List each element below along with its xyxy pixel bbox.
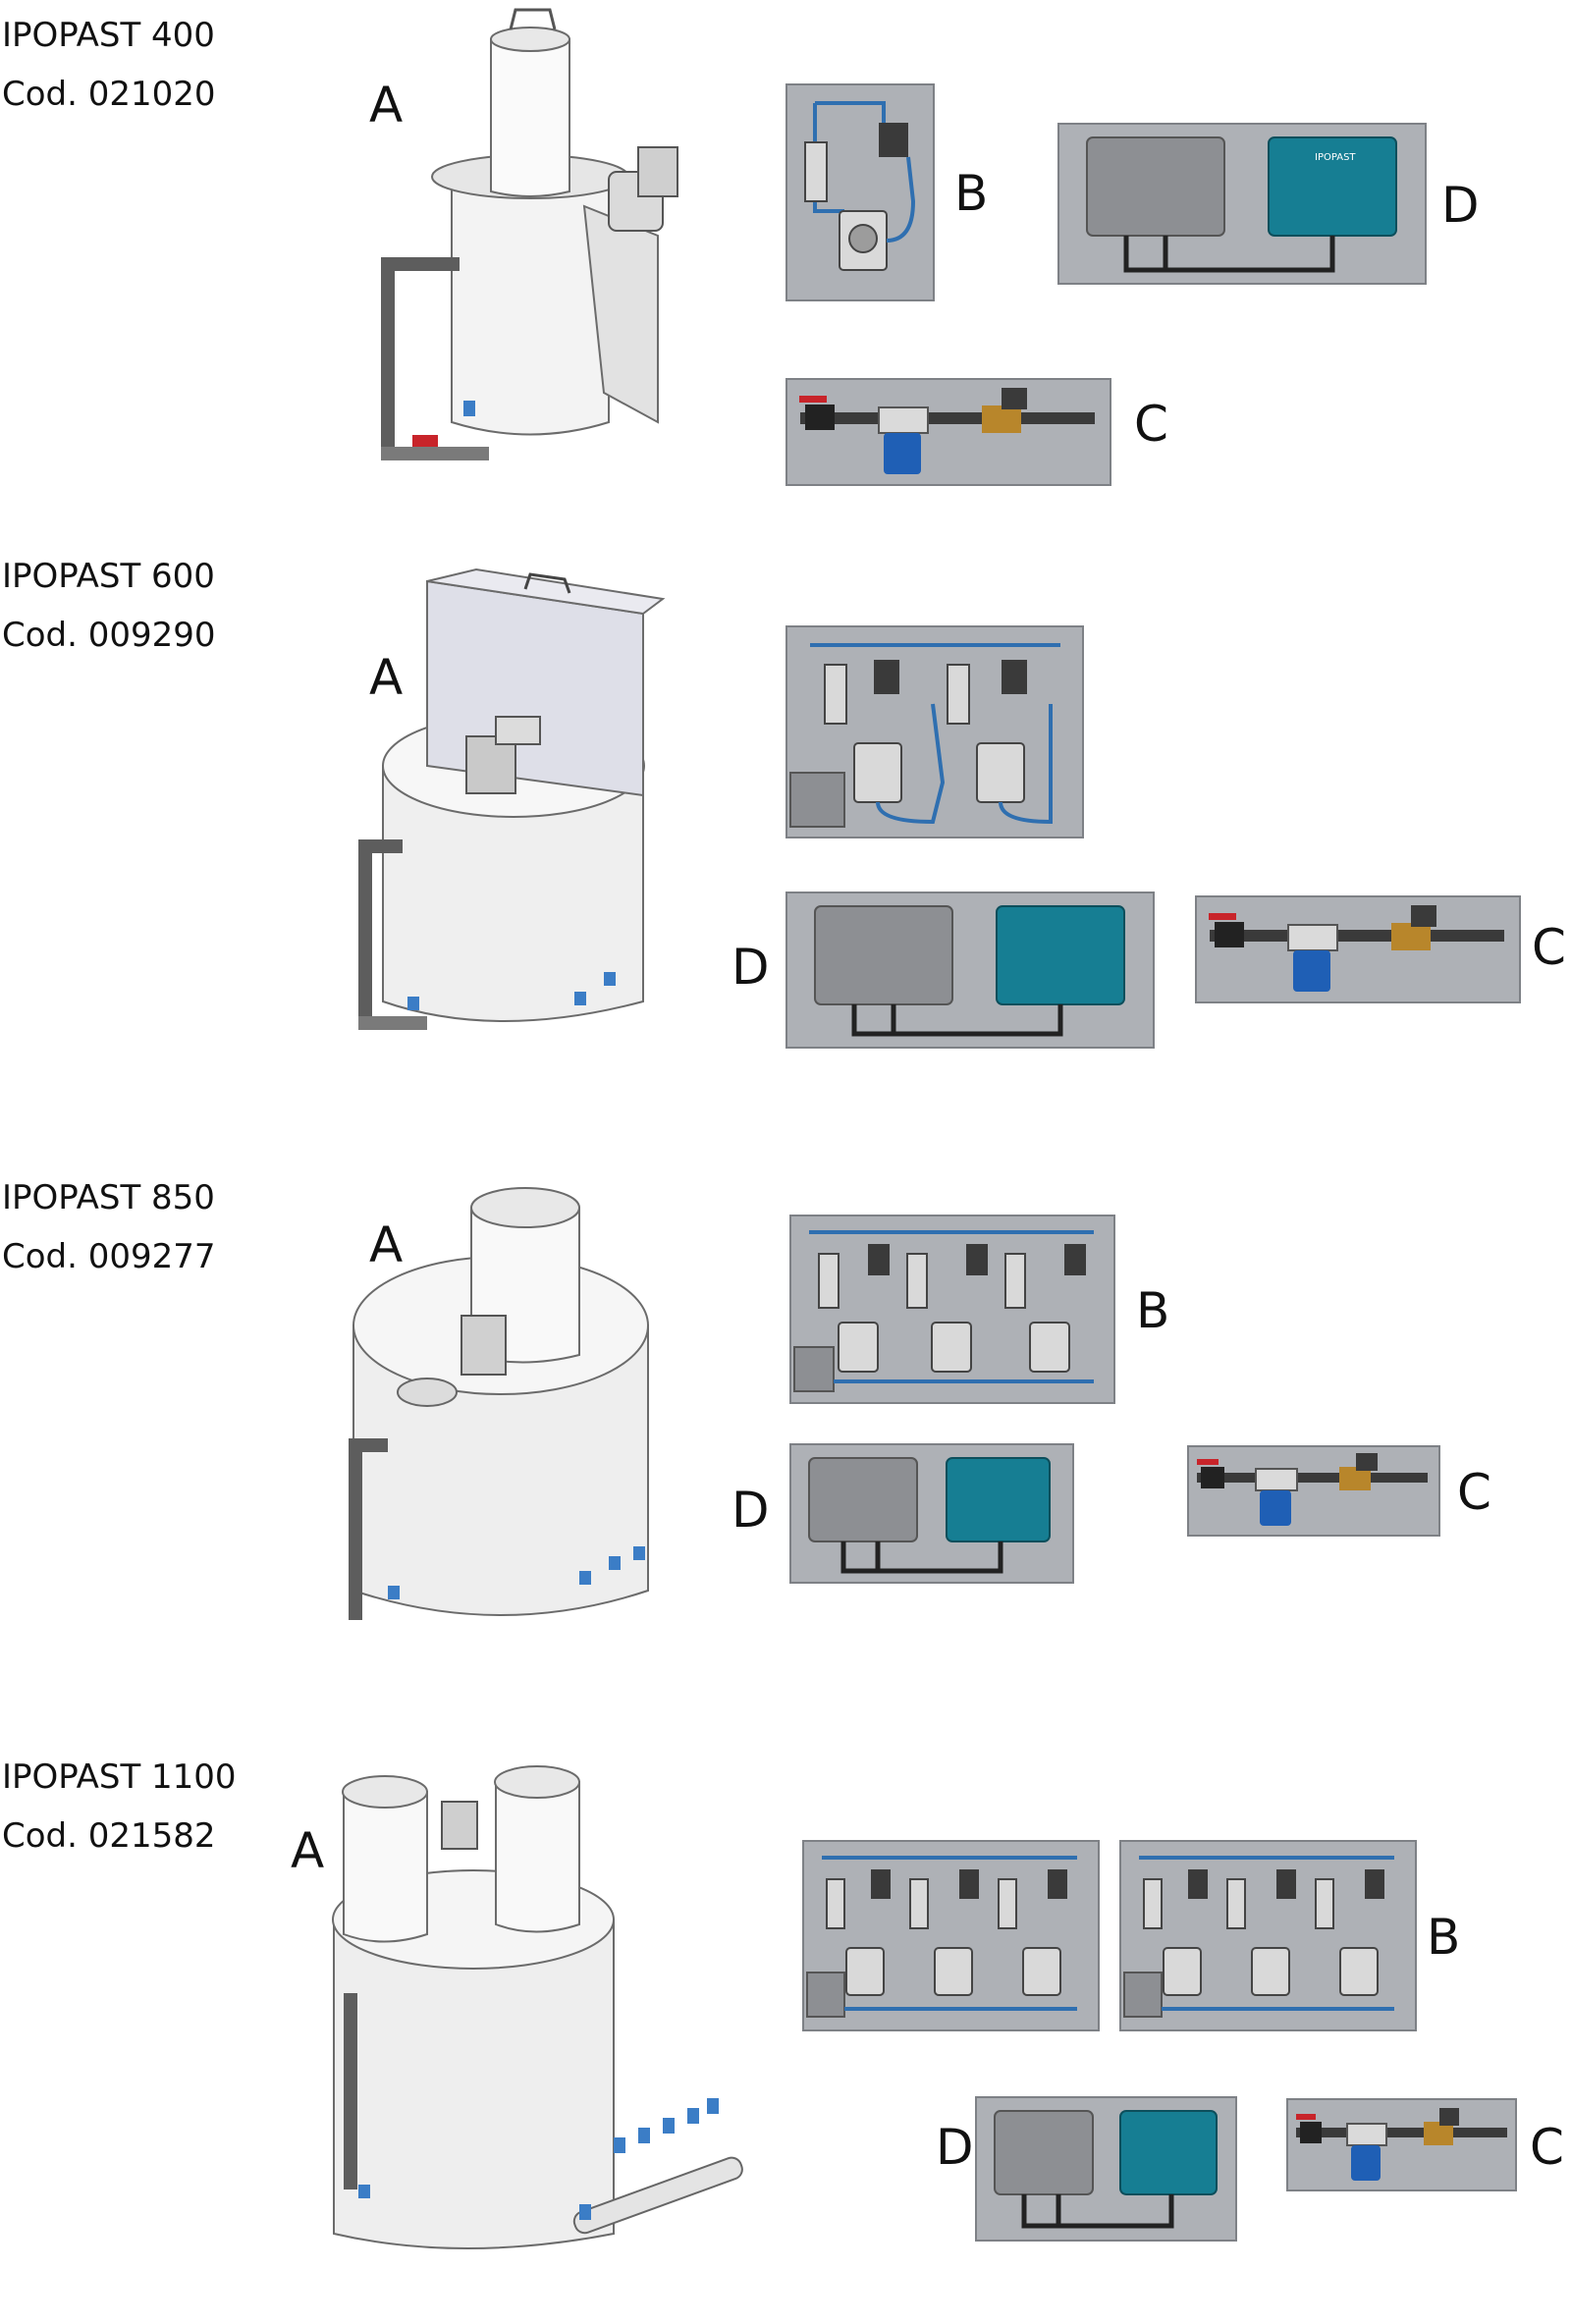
panel-b-850 — [789, 1215, 1115, 1404]
panel-d-400: IPOPAST — [1057, 123, 1427, 285]
label-a: A — [369, 77, 404, 134]
model-title-3: IPOPAST 850 Cod. 009277 — [2, 1168, 216, 1286]
model-code: Cod. 009290 — [2, 616, 216, 655]
panel-b-600 — [786, 625, 1084, 838]
label-a: A — [291, 1822, 325, 1879]
label-d: D — [731, 939, 770, 996]
tank-illustration-850 — [349, 1187, 649, 1620]
model-code: Cod. 021582 — [2, 1816, 216, 1856]
tank-illustration-400 — [381, 8, 678, 460]
label-b: B — [1136, 1282, 1170, 1339]
panel-brand: IPOPAST — [1315, 152, 1356, 163]
model-name: IPOPAST 850 — [2, 1178, 215, 1217]
label-c: C — [1530, 2119, 1564, 2176]
panel-b-400 — [786, 83, 935, 301]
label-a: A — [369, 1216, 404, 1273]
model-name: IPOPAST 400 — [2, 16, 215, 55]
label-c: C — [1532, 919, 1566, 976]
model-title-1: IPOPAST 400 Cod. 021020 — [2, 6, 216, 124]
tank-illustration-600 — [358, 567, 666, 1030]
panel-c-1100 — [1286, 2098, 1517, 2191]
label-d: D — [731, 1482, 770, 1539]
model-code: Cod. 021020 — [2, 75, 216, 114]
model-name: IPOPAST 600 — [2, 557, 215, 596]
panel-c-400 — [786, 378, 1111, 486]
label-a: A — [369, 649, 404, 706]
panel-d-1100 — [975, 2096, 1237, 2242]
model-title-4: IPOPAST 1100 Cod. 021582 — [2, 1748, 237, 1865]
tank-illustration-1100 — [332, 1765, 743, 2249]
model-name: IPOPAST 1100 — [2, 1757, 237, 1797]
label-b: B — [954, 165, 989, 222]
label-d: D — [936, 2119, 974, 2176]
panel-b-1100-right — [1119, 1840, 1417, 2031]
label-b: B — [1427, 1909, 1461, 1966]
label-d: D — [1441, 177, 1480, 234]
label-c: C — [1457, 1464, 1491, 1521]
panel-c-850 — [1187, 1445, 1440, 1537]
panel-d-850 — [789, 1443, 1074, 1584]
label-c: C — [1134, 396, 1168, 453]
model-title-2: IPOPAST 600 Cod. 009290 — [2, 547, 216, 665]
panel-b-1100-left — [802, 1840, 1100, 2031]
panel-d-600 — [786, 892, 1155, 1049]
model-code: Cod. 009277 — [2, 1237, 216, 1276]
panel-c-600 — [1195, 895, 1521, 1003]
